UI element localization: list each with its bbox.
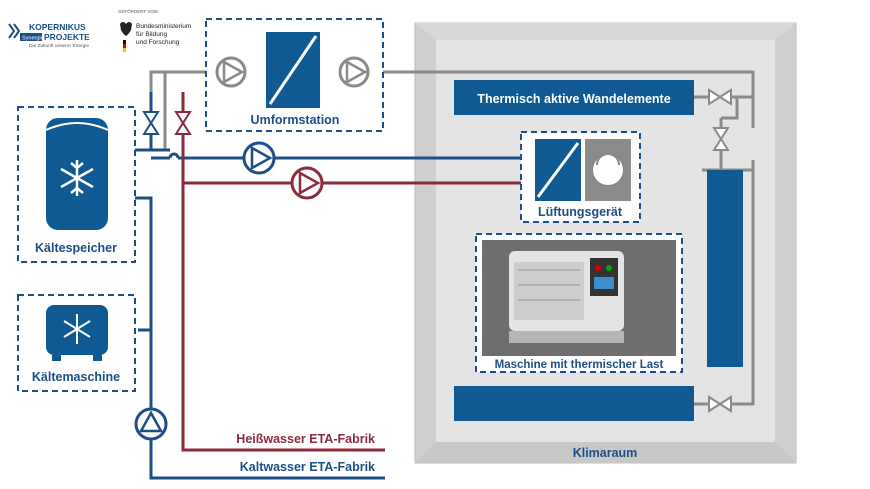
kopernikus-line2: PROJEKTE — [44, 32, 90, 42]
valve-branch — [721, 97, 739, 120]
wandelemente-top: Thermisch aktive Wandelemente — [454, 80, 694, 115]
fan-icon — [585, 139, 631, 201]
funding-label: GEFÖRDERT VOM — [118, 8, 158, 14]
valve-icon — [174, 111, 192, 135]
kopernikus-logo: KOPERNIKUS Synergie PROJEKTE Die Zukunft… — [6, 22, 90, 49]
klimaraum-label: Klimaraum — [573, 446, 638, 460]
pump-icon — [338, 56, 370, 88]
umformstation: Umformstation — [205, 18, 384, 132]
kopernikus-badge: Synergie — [22, 36, 44, 42]
kaltwasser-label: Kaltwasser ETA-Fabrik — [240, 460, 375, 474]
wandelemente-bottom — [454, 386, 694, 421]
heat-exchanger-icon — [266, 32, 320, 108]
lueftungsgeraet-label: Lüftungsgerät — [538, 205, 623, 219]
pump-icon — [215, 56, 247, 88]
eagle-icon — [120, 22, 132, 36]
ministry-line1: Bundesministerium — [136, 23, 191, 30]
snowflake-icon — [63, 314, 91, 344]
ministry-line2: für Bildung — [136, 31, 167, 38]
wandelemente-side — [707, 170, 743, 367]
machine-image — [482, 240, 676, 356]
pump-icon — [290, 166, 324, 200]
wandelemente-label: Thermisch aktive Wandelemente — [477, 92, 670, 106]
valve-icon — [708, 88, 732, 106]
pump-icon — [134, 407, 168, 441]
maschine-label: Maschine mit thermischer Last — [495, 359, 664, 371]
bmbf-logo: GEFÖRDERT VOM Bundesministerium für Bild… — [118, 8, 191, 52]
heisswasser-label: Heißwasser ETA-Fabrik — [236, 432, 375, 446]
pump-icon — [242, 141, 276, 175]
hot-water-lines — [181, 92, 535, 452]
kaeltespeicher: Kältespeicher — [17, 106, 136, 263]
umformstation-label: Umformstation — [251, 113, 340, 127]
kaeltemaschine: Kältemaschine — [17, 294, 136, 392]
kopernikus-tagline: Die Zukunft unserer Energie — [29, 43, 89, 49]
heat-exchanger-icon — [535, 139, 581, 201]
valve-icon — [142, 111, 160, 135]
kopernikus-line1: KOPERNIKUS — [29, 22, 86, 32]
snowflake-icon — [60, 160, 94, 196]
kaeltemaschine-label: Kältemaschine — [32, 370, 120, 384]
lueftungsgeraet: Lüftungsgerät — [520, 131, 641, 223]
kaeltespeicher-label: Kältespeicher — [35, 241, 117, 255]
maschine: Maschine mit thermischer Last — [475, 233, 683, 373]
ministry-line3: und Forschung — [136, 39, 180, 46]
valve-icon — [708, 395, 732, 413]
